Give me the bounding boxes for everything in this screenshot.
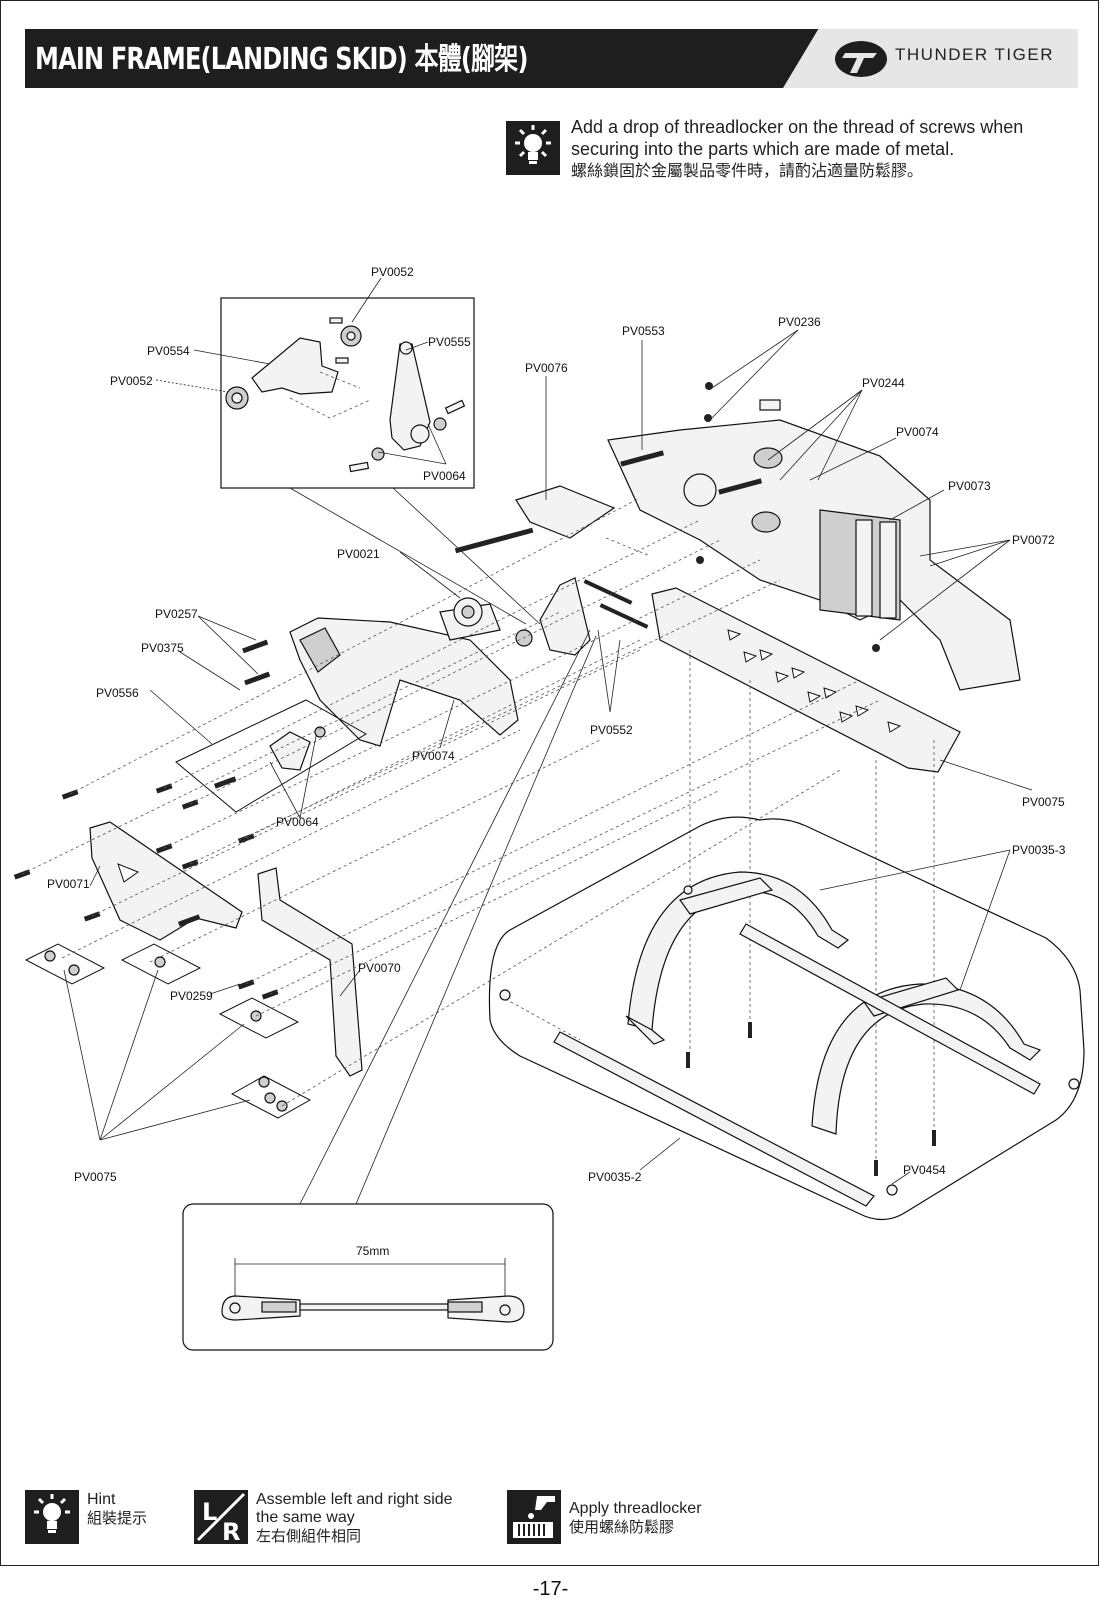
legend-lr-text: Assemble left and right side the same wa… <box>256 1491 453 1545</box>
bottom-plate-part <box>651 587 961 773</box>
screws-group <box>13 382 880 1000</box>
rod-dimension-label: 75mm <box>356 1244 389 1258</box>
screw-card-3 <box>218 997 300 1039</box>
label-leader-lines <box>63 277 1033 1185</box>
label-pv0236: PV0236 <box>778 315 821 329</box>
label-pv0075-left: PV0075 <box>74 1170 117 1184</box>
label-pv0375: PV0375 <box>141 641 184 655</box>
label-pv0555: PV0555 <box>428 335 471 349</box>
label-pv0552: PV0552 <box>590 723 633 737</box>
boom-mount-part <box>225 317 362 410</box>
label-pv0074-mid: PV0074 <box>412 749 455 763</box>
legend-lr-en1: Assemble left and right side <box>256 1491 453 1508</box>
screw-card-2 <box>120 943 202 985</box>
screw-card-1 <box>24 943 106 985</box>
legend-threadlocker: Apply threadlocker 使用螺絲防鬆膠 <box>507 1490 747 1546</box>
label-pv0553: PV0553 <box>622 324 665 338</box>
inset-box-boom-mount <box>220 297 475 489</box>
hint-line-2: securing into the parts which are made o… <box>571 139 955 159</box>
legend-hint-text: Hint 組裝提示 <box>87 1491 147 1527</box>
label-pv0035-3: PV0035-3 <box>1012 843 1066 857</box>
label-pv0257: PV0257 <box>155 607 198 621</box>
label-pv0035-2: PV0035-2 <box>588 1170 642 1184</box>
legend-hint: Hint 組裝提示 <box>25 1490 215 1546</box>
side-frame-plate-part <box>257 867 363 1077</box>
legend-left-right: L R Assemble left and right side the sam… <box>194 1490 494 1546</box>
legend-lr-en2: the same way <box>256 1509 355 1526</box>
legend-glue-text: Apply threadlocker 使用螺絲防鬆膠 <box>569 1500 702 1536</box>
hint-line-1: Add a drop of threadlocker on the thread… <box>571 117 1024 137</box>
control-lever-part <box>348 341 466 473</box>
label-pv0052-left: PV0052 <box>110 374 153 388</box>
rear-frame-assembly <box>607 399 1021 691</box>
svg-text:R: R <box>222 1518 240 1544</box>
label-pv0064-mid: PV0064 <box>276 815 319 829</box>
label-pv0074-right: PV0074 <box>896 425 939 439</box>
label-pv0070: PV0070 <box>358 961 401 975</box>
label-pv0556: PV0556 <box>96 686 139 700</box>
thunder-tiger-logo-icon <box>835 41 887 77</box>
hint-text: Add a drop of threadlocker on the thread… <box>571 116 1023 182</box>
legend-glue-zh: 使用螺絲防鬆膠 <box>569 1518 675 1536</box>
lightbulb-icon <box>25 1490 79 1544</box>
landing-skid-box <box>488 816 1085 1221</box>
label-pv0052-top: PV0052 <box>371 265 414 279</box>
threadlocker-icon <box>507 1490 561 1544</box>
hint-line-3: 螺絲鎖固於金屬製品零件時，請酌沾適量防鬆膠。 <box>571 161 924 180</box>
label-pv0076: PV0076 <box>525 361 568 375</box>
left-right-icon: L R <box>194 1490 248 1546</box>
hint-lightbulb-icon <box>506 121 560 175</box>
page-title: MAIN FRAME(LANDING SKID) 本體(腳架) <box>35 42 528 77</box>
legend-glue-en: Apply threadlocker <box>569 1500 702 1517</box>
label-pv0454: PV0454 <box>903 1163 946 1177</box>
page-frame <box>0 0 1099 1566</box>
screw-card-4 <box>230 1075 312 1119</box>
front-frame-assembly <box>289 577 591 747</box>
legend-hint-zh: 組裝提示 <box>87 1509 148 1527</box>
page-number: -17- <box>532 1578 569 1600</box>
legend-lr-zh: 左右側組件相同 <box>256 1527 362 1545</box>
legend-hint-en: Hint <box>87 1491 116 1508</box>
linkage-rod-part <box>221 1295 525 1323</box>
label-pv0072: PV0072 <box>1012 533 1055 547</box>
brand-name: THUNDER TIGER <box>895 45 1054 64</box>
page-header: MAIN FRAME(LANDING SKID) 本體(腳架) THUNDER … <box>25 29 1078 88</box>
rod-inset-box <box>182 1203 554 1351</box>
label-pv0021: PV0021 <box>337 547 380 561</box>
part-labels: PV0052 PV0554 PV0052 PV0555 PV0064 PV055… <box>47 265 1066 1258</box>
svg-text:L: L <box>202 1498 217 1526</box>
label-pv0259: PV0259 <box>170 989 213 1003</box>
landing-skid-part <box>499 871 1080 1207</box>
brand-panel: THUNDER TIGER <box>783 29 1078 88</box>
label-pv0075-right: PV0075 <box>1022 795 1065 809</box>
label-pv0554: PV0554 <box>147 344 190 358</box>
assembly-guide-lines <box>21 497 935 1160</box>
mount-plate-part <box>175 699 367 813</box>
label-pv0244: PV0244 <box>862 376 905 390</box>
label-pv0071: PV0071 <box>47 877 90 891</box>
skid-screws <box>686 1022 936 1176</box>
front-side-plate-part <box>89 821 243 941</box>
label-pv0064-inset: PV0064 <box>423 469 466 483</box>
label-pv0073: PV0073 <box>948 479 991 493</box>
